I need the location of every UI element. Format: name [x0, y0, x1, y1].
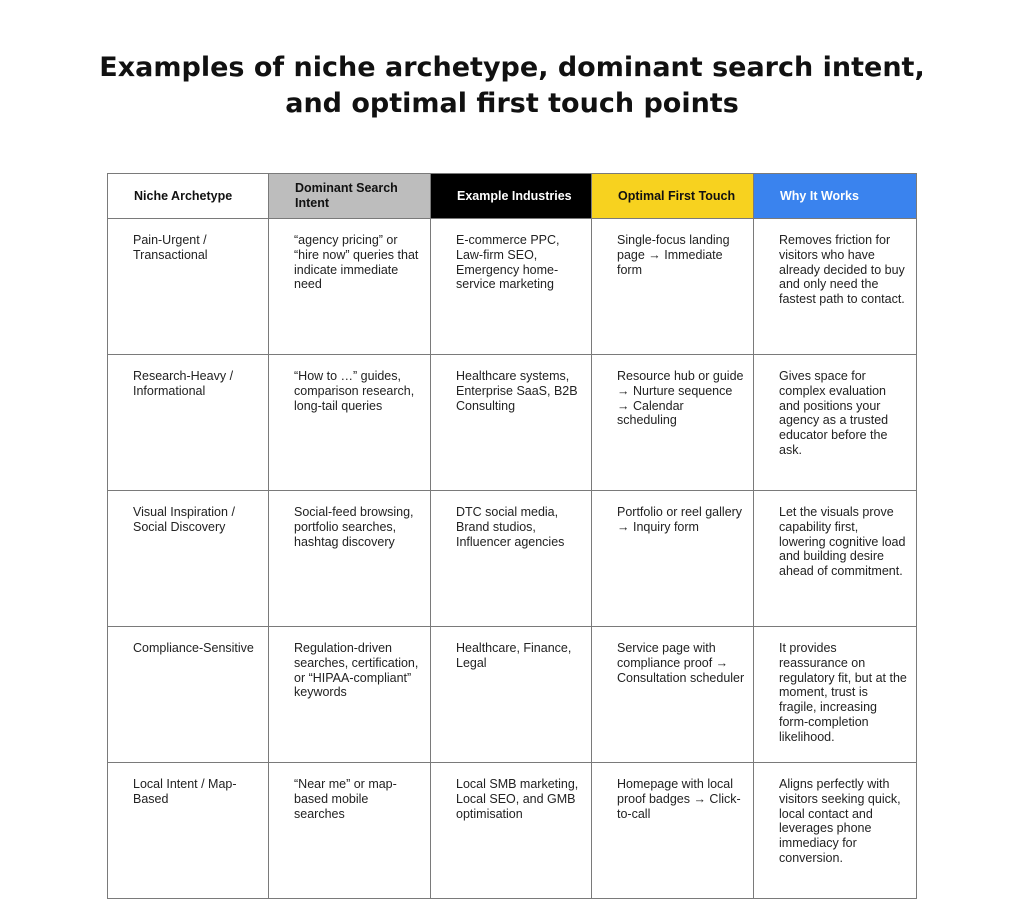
- cell-dominant-search-intent: “How to …” guides, comparison research, …: [268, 354, 431, 491]
- cell-why-it-works: Aligns perfectly with visitors seeking q…: [753, 762, 917, 899]
- table-row: Research-Heavy / Informational “How to ……: [107, 354, 917, 491]
- cell-niche-archetype: Local Intent / Map-Based: [107, 762, 269, 899]
- cell-optimal-first-touch: Resource hub or guide → Nurture sequence…: [591, 354, 754, 491]
- table-body: Pain-Urgent / Transactional “agency pric…: [107, 218, 917, 899]
- cell-dominant-search-intent: Social-feed browsing, portfolio searches…: [268, 490, 431, 627]
- cell-niche-archetype: Visual Inspiration / Social Discovery: [107, 490, 269, 627]
- cell-optimal-first-touch: Single-focus landing page → Immediate fo…: [591, 218, 754, 355]
- page-title-line-2: and optimal first touch points: [285, 88, 739, 119]
- cell-example-industries: Healthcare, Finance, Legal: [430, 626, 592, 763]
- cell-example-industries: E-commerce PPC, Law-firm SEO, Emergency …: [430, 218, 592, 355]
- header-dominant-search-intent: Dominant Search Intent: [268, 173, 431, 219]
- table-row: Pain-Urgent / Transactional “agency pric…: [107, 218, 917, 355]
- cell-why-it-works: Let the visuals prove capability first, …: [753, 490, 917, 627]
- table-row: Visual Inspiration / Social Discovery So…: [107, 490, 917, 627]
- table-header: Niche Archetype Dominant Search Intent E…: [107, 173, 917, 219]
- page-title-line-1: Examples of niche archetype, dominant se…: [99, 52, 925, 83]
- header-optimal-first-touch: Optimal First Touch: [591, 173, 754, 219]
- cell-example-industries: Local SMB marketing, Local SEO, and GMB …: [430, 762, 592, 899]
- archetype-table: Niche Archetype Dominant Search Intent E…: [107, 173, 917, 899]
- cell-niche-archetype: Compliance-Sensitive: [107, 626, 269, 763]
- cell-example-industries: DTC social media, Brand studios, Influen…: [430, 490, 592, 627]
- header-niche-archetype: Niche Archetype: [107, 173, 269, 219]
- cell-niche-archetype: Pain-Urgent / Transactional: [107, 218, 269, 355]
- cell-optimal-first-touch: Portfolio or reel gallery → Inquiry form: [591, 490, 754, 627]
- cell-optimal-first-touch: Service page with compliance proof → Con…: [591, 626, 754, 763]
- table-row: Local Intent / Map-Based “Near me” or ma…: [107, 762, 917, 899]
- cell-why-it-works: Gives space for complex evaluation and p…: [753, 354, 917, 491]
- cell-why-it-works: It provides reassurance on regulatory fi…: [753, 626, 917, 763]
- cell-optimal-first-touch: Homepage with local proof badges → Click…: [591, 762, 754, 899]
- table-row: Compliance-Sensitive Regulation-driven s…: [107, 626, 917, 763]
- header-why-it-works: Why It Works: [753, 173, 917, 219]
- cell-dominant-search-intent: Regulation-driven searches, certificatio…: [268, 626, 431, 763]
- header-row: Niche Archetype Dominant Search Intent E…: [107, 173, 917, 219]
- cell-dominant-search-intent: “Near me” or map-based mobile searches: [268, 762, 431, 899]
- cell-example-industries: Healthcare systems, Enterprise SaaS, B2B…: [430, 354, 592, 491]
- cell-why-it-works: Removes friction for visitors who have a…: [753, 218, 917, 355]
- cell-niche-archetype: Research-Heavy / Informational: [107, 354, 269, 491]
- header-example-industries: Example Industries: [430, 173, 592, 219]
- cell-dominant-search-intent: “agency pricing” or “hire now” queries t…: [268, 218, 431, 355]
- page-title: Examples of niche archetype, dominant se…: [0, 50, 1024, 122]
